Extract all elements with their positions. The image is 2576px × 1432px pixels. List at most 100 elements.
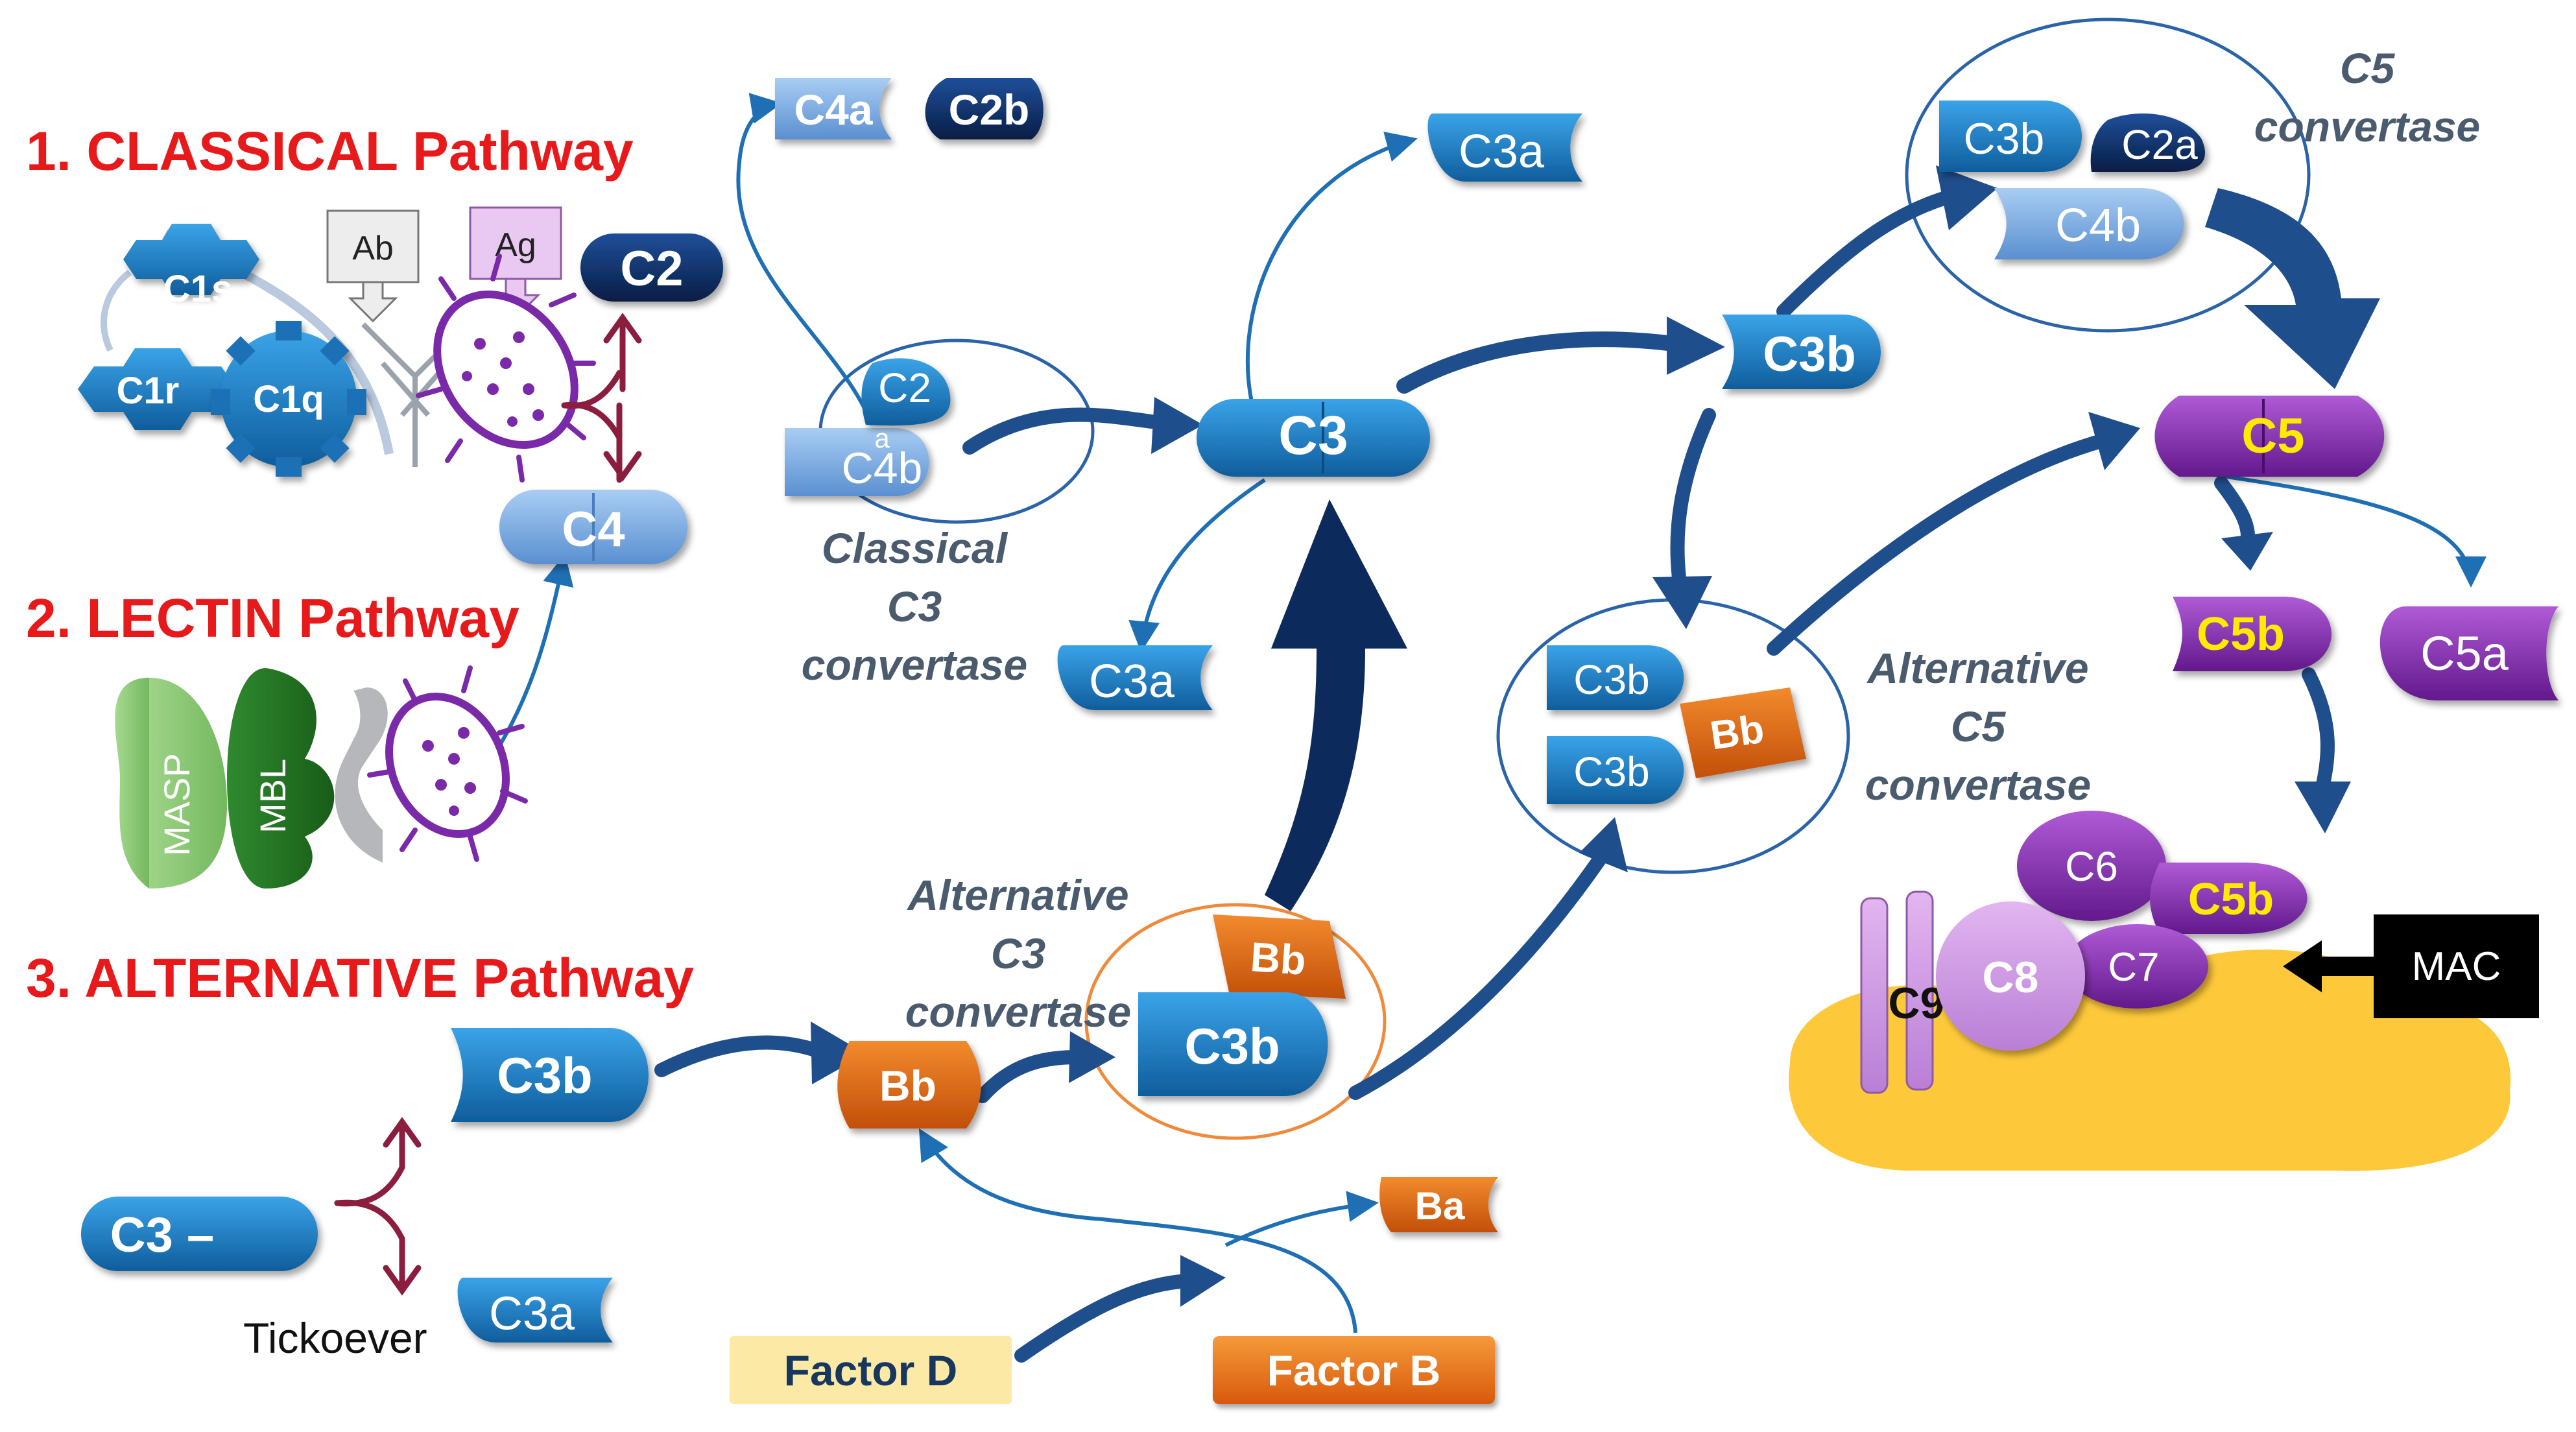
c7-label: C7 xyxy=(2108,945,2159,990)
c3b-alt-start-label: C3b xyxy=(497,1047,592,1104)
alt-c3-caption-line1: Alternative xyxy=(907,871,1129,919)
c3b-altc5-bottom-shape xyxy=(1547,736,1684,804)
alt-c5-caption-line1: Alternative xyxy=(1867,644,2089,692)
c4a-label: C4a xyxy=(794,86,873,134)
factor-b-box: Factor B xyxy=(1213,1336,1495,1404)
masp-label: MASP xyxy=(156,753,197,856)
c3a-top-label: C3a xyxy=(1459,126,1545,178)
classical-pathway-title: 1. CLASSICAL Pathway xyxy=(26,121,634,182)
arrow-c3b-down xyxy=(1670,408,1716,591)
arrow-altc5-to-c5 xyxy=(1767,434,2108,656)
c5-conv-caption-line2: convertase xyxy=(2254,102,2481,150)
c1s-label: C1s xyxy=(163,268,232,310)
c3a-bottom-fragment xyxy=(457,1278,613,1342)
c3a-top-fragment xyxy=(1427,113,1582,182)
c5-conv-caption-line1: C5 xyxy=(2339,44,2395,92)
arrow-altc3-to-altc5 xyxy=(1348,849,1609,1100)
c3b-altc3-shape xyxy=(1138,992,1328,1096)
masp-shape: MASP xyxy=(115,678,227,889)
alt-c5-caption-line3: convertase xyxy=(1865,761,2092,809)
arrow-c5b-down xyxy=(2302,667,2335,798)
mbl-label: MBL xyxy=(252,759,293,833)
c2b-label: C2b xyxy=(949,86,1030,134)
arrow-c3-to-c3a-mid xyxy=(1128,478,1266,652)
factor-d-label: Factor D xyxy=(783,1346,958,1394)
arrow-c4b2a-to-c3 xyxy=(962,407,1158,455)
c4-capsule xyxy=(499,490,687,564)
c2a-classical-sub: a xyxy=(874,423,890,453)
classical-c3-caption-line1: Classical xyxy=(821,524,1008,572)
c1q-label: C1q xyxy=(253,378,324,420)
thick-arrows xyxy=(654,191,2335,1363)
arrow-c3-to-c3a-top xyxy=(1245,132,1418,403)
c3-tickover-capsule xyxy=(81,1197,318,1271)
bb-alt-start-shape xyxy=(837,1041,981,1128)
alternative-c5-convertase-caption: Alternative C5 convertase xyxy=(1829,639,2127,814)
c3b-main-shape xyxy=(1722,315,1881,389)
c9-label: C9 xyxy=(1889,979,1945,1028)
bacterium-classical-icon xyxy=(416,254,596,483)
ab-tag: Ab xyxy=(326,209,420,323)
alternative-c3-convertase-circle xyxy=(1084,903,1387,1140)
c4a-fragment xyxy=(775,78,892,139)
arrow-lectin-to-c4 xyxy=(497,554,574,747)
c2a-c5conv-label: C2a xyxy=(2121,121,2198,168)
c3b-altc5-top-shape xyxy=(1547,645,1684,710)
c3-central-label: C3 xyxy=(1278,405,1348,466)
c6-shape xyxy=(2017,811,2166,921)
arrow-c3-to-c3b xyxy=(1396,331,1681,394)
c4-label: C4 xyxy=(562,502,625,557)
c3-tickover-label: C3 – xyxy=(110,1208,215,1263)
arrow-altc3b-up-to-c3 xyxy=(1265,499,1407,911)
c3b-c5conv-shape xyxy=(1939,101,2082,172)
c3b-altc5-top-label: C3b xyxy=(1573,656,1649,703)
arrow-c3b-to-c5conv xyxy=(1776,191,1953,318)
c5a-label: C5a xyxy=(2420,626,2509,680)
c3b-c5conv-label: C3b xyxy=(1964,114,2045,163)
c9-pore-shapes xyxy=(1860,890,1934,1094)
c1s-gear xyxy=(123,224,259,295)
classical-c3-convertase-caption: Classical C3 convertase xyxy=(765,519,1064,694)
red-arrowheads-classical xyxy=(603,313,642,482)
c5b-mac-label: C5b xyxy=(2188,874,2274,924)
c5a-fragment xyxy=(2379,606,2558,700)
c8-shape xyxy=(1936,901,2085,1051)
arrow-c4b-to-c4a xyxy=(736,93,874,426)
mbl-shape: MBL xyxy=(227,668,335,889)
c6-label: C6 xyxy=(2065,843,2118,890)
c1r-label: C1r xyxy=(117,370,180,412)
c2a-classical-shape xyxy=(861,358,951,426)
tickover-label: Tickoever xyxy=(243,1314,427,1362)
c2a-c5conv-shape xyxy=(2090,113,2205,172)
c7-shape xyxy=(2066,924,2208,1008)
ag-label: Ag xyxy=(495,226,536,264)
bacterium-lectin-icon xyxy=(367,665,528,862)
c4b-c5conv-label: C4b xyxy=(2055,200,2141,252)
c3a-bottom-label: C3a xyxy=(489,1288,575,1340)
classical-c3-caption-line3: convertase xyxy=(801,641,1028,689)
alt-c3-caption-line3: convertase xyxy=(905,988,1132,1036)
c2b-fragment xyxy=(925,78,1044,139)
c8-label: C8 xyxy=(1983,953,2039,1002)
arrow-factor-b-to-bb xyxy=(918,1128,1357,1333)
mac-label: MAC xyxy=(2411,944,2501,989)
c2a-classical-label: C2 xyxy=(878,364,931,411)
alt-c5-caption-line2: C5 xyxy=(1950,702,2006,750)
lectin-receptor-shape xyxy=(335,687,388,863)
bb-altc5-shape xyxy=(1680,687,1806,778)
cleavage-symbol-alternative xyxy=(334,1117,422,1296)
mac-pointer-arrow xyxy=(2283,940,2383,992)
ba-label: Ba xyxy=(1415,1184,1465,1228)
alt-c3-caption-line2: C3 xyxy=(990,929,1046,977)
c2-capsule xyxy=(580,233,723,302)
bb-altc5-label: Bb xyxy=(1708,707,1767,759)
c3b-alt-start-shape xyxy=(451,1028,649,1122)
arrow-bb-to-c3b xyxy=(975,1050,1084,1103)
classical-c3-caption-line2: C3 xyxy=(887,582,942,630)
c5-label: C5 xyxy=(2241,409,2304,464)
c5b-label: C5b xyxy=(2197,608,2285,660)
c3b-altc5-bottom-label: C3b xyxy=(1573,748,1649,795)
bb-alt-start-label: Bb xyxy=(879,1062,936,1110)
c4b-classical-shape xyxy=(785,428,929,496)
